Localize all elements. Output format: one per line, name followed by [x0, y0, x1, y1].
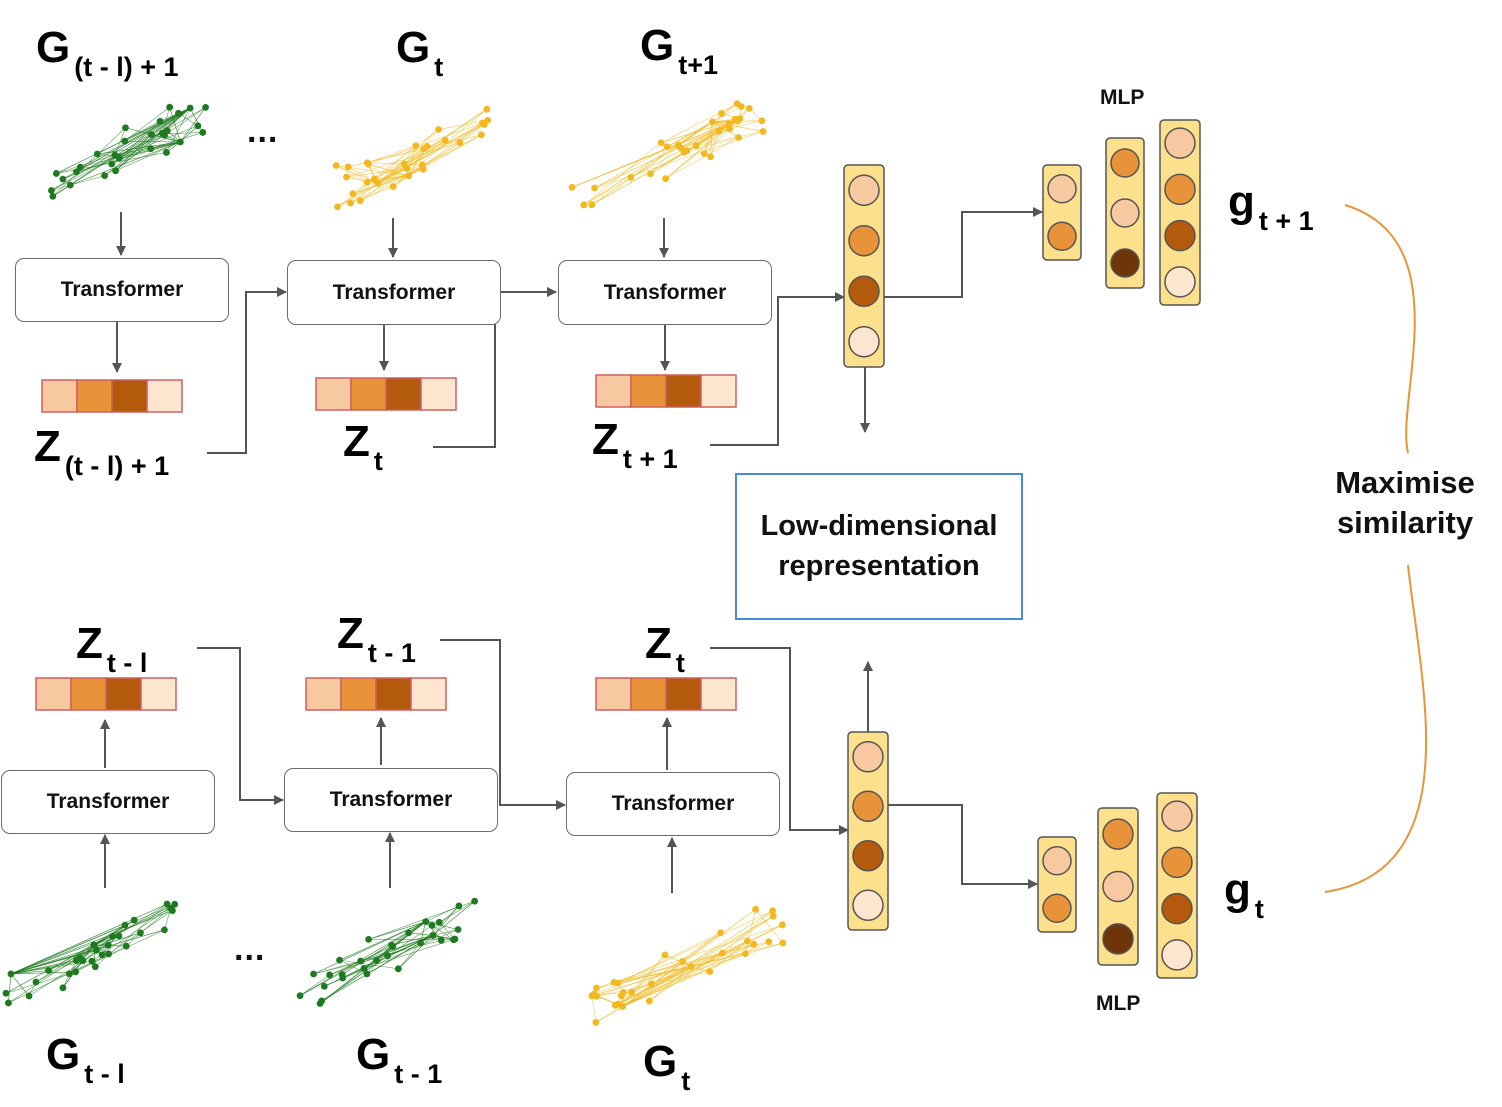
arrow-z1b-to-transformer-2 — [197, 647, 284, 805]
low-dim-line-2: representation — [778, 549, 980, 582]
transformer-top-1: Transformer — [15, 258, 229, 322]
arrow-z1-to-transformer-2 — [207, 287, 287, 454]
arrow-z3-to-column — [710, 292, 845, 446]
transformer-top-2: Transformer — [287, 260, 501, 325]
transformer-bottom-3: Transformer — [566, 772, 780, 836]
similarity-line-1: Maximise — [1335, 465, 1475, 500]
similarity-curve — [1324, 204, 1428, 893]
mlp-label-top: MLP — [1100, 86, 1145, 109]
transformer-top-3: Transformer — [558, 260, 772, 325]
arrow-column-to-mlp-top — [884, 207, 1043, 298]
mlp-label-bottom: MLP — [1096, 992, 1141, 1015]
ellipsis-top: ... — [247, 112, 279, 150]
low-dimensional-box: Low-dimensional representation — [735, 473, 1023, 620]
similarity-line-2: similarity — [1336, 505, 1474, 541]
similarity-label: Maximise similarity — [1315, 463, 1495, 544]
transformer-bottom-2: Transformer — [284, 768, 498, 832]
low-dim-line-1: Low-dimensional — [760, 510, 998, 543]
transformer-bottom-1: Transformer — [1, 770, 215, 834]
arrow-z2b-to-transformer-3 — [440, 639, 566, 810]
arrow-z2-to-transformer-3 — [433, 287, 557, 448]
graph-label-top-1: G(t - l) + 1 — [36, 23, 179, 82]
ellipsis-bottom: ... — [234, 930, 266, 968]
arrow-column-to-mlp-bottom — [888, 804, 1038, 889]
embedding-label-top-1: Z(t - l) + 1 — [34, 422, 170, 481]
arrow-z3b-to-column — [710, 647, 849, 835]
